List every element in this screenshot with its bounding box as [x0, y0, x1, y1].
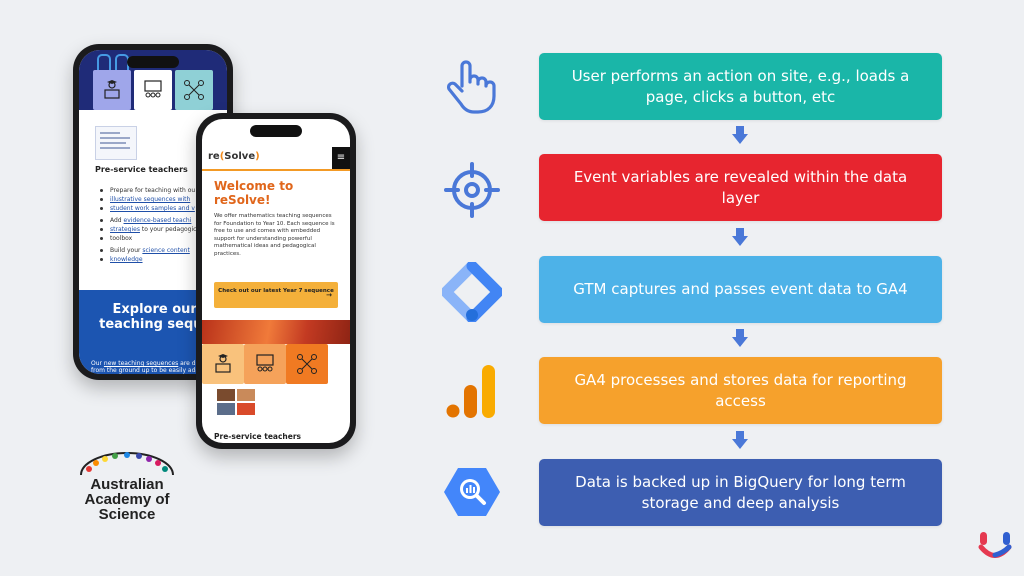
network-icon [297, 354, 317, 374]
hamburger-menu-icon[interactable]: ≡ [332, 147, 350, 169]
list-text: Add [110, 217, 124, 224]
google-analytics-icon [446, 365, 495, 418]
list-link[interactable]: knowledge [110, 256, 143, 263]
list-item: Build your science content [95, 246, 227, 255]
phone-notch [250, 125, 302, 137]
step-text: Data is backed up in BigQuery for long t… [575, 472, 906, 512]
list-item: strategies to your pedagogic [95, 225, 227, 234]
site-header: re(Solve) ≡ [202, 147, 350, 170]
pre-service-list: Prepare for teaching with ou illustrativ… [95, 186, 227, 267]
network-tile[interactable] [175, 70, 213, 110]
group-tile[interactable] [134, 70, 172, 110]
down-arrow-icon [732, 329, 748, 347]
step-gtm-capture: GTM captures and passes event data to GA… [539, 256, 942, 323]
list-item: Prepare for teaching with ou [95, 186, 227, 195]
resolve-logo[interactable]: re(Solve) [208, 151, 260, 162]
list-link[interactable]: illustrative sequences with [110, 196, 191, 203]
document-thumbnail [95, 126, 137, 160]
australian-academy-of-science-logo: Australian Academy of Science [72, 452, 182, 522]
hero-image [202, 320, 350, 344]
academy-name: Australian Academy of Science [84, 476, 170, 523]
list-item[interactable]: student work samples and v [95, 204, 227, 213]
welcome-body: We offer mathematics teaching sequences … [214, 213, 335, 257]
down-arrow-icon [732, 228, 748, 246]
pre-service-heading: Pre-service teachers [214, 432, 302, 441]
crosshair-icon [444, 162, 500, 218]
google-tag-manager-icon [442, 262, 502, 322]
phone-front-screen: re(Solve) ≡ Welcome to reSolve! We offer… [202, 119, 350, 443]
list-item: Add evidence-based teachi [95, 216, 227, 225]
step-text: User performs an action on site, e.g., l… [571, 66, 910, 106]
down-arrow-icon [732, 431, 748, 449]
network-tile[interactable] [286, 344, 328, 384]
group-board-icon [144, 80, 162, 98]
pre-service-heading: Pre-service teachers [95, 165, 188, 174]
step-user-action: User performs an action on site, e.g., l… [539, 53, 942, 120]
divider [202, 169, 350, 171]
banner-link[interactable]: new teaching sequences [103, 360, 179, 367]
teacher-tile[interactable] [202, 344, 244, 384]
brand-smile-logo-icon [978, 532, 1012, 558]
academy-arc-emblem [80, 452, 174, 476]
group-board-icon [256, 354, 274, 372]
list-item: toolbox [95, 234, 227, 243]
latest-sequence-button[interactable]: Check out our latest Year 7 sequence → [214, 282, 338, 308]
step-text: GTM captures and passes event data to GA… [573, 280, 908, 298]
photo-thumbnails [217, 389, 257, 417]
step-text: Event variables are revealed within the … [573, 167, 908, 207]
list-link[interactable]: student work samples and v [110, 205, 195, 212]
list-item[interactable]: knowledge [95, 255, 227, 264]
teacher-icon [104, 80, 120, 99]
step-bigquery-backup: Data is backed up in BigQuery for long t… [539, 459, 942, 526]
list-link[interactable]: science content [142, 247, 190, 254]
list-text: to your pedagogic [139, 226, 197, 233]
list-link[interactable]: evidence-based teachi [123, 217, 192, 224]
hand-pointer-icon [446, 60, 496, 114]
cta-label: Check out our latest Year 7 sequence [218, 288, 334, 294]
welcome-title: Welcome to reSolve! [214, 179, 294, 207]
step-event-variables: Event variables are revealed within the … [539, 154, 942, 221]
step-ga4-process: GA4 processes and stores data for report… [539, 357, 942, 424]
phone-mockup-front: re(Solve) ≡ Welcome to reSolve! We offer… [196, 113, 356, 449]
phone-notch [127, 56, 179, 68]
list-text: toolbox [110, 235, 133, 242]
down-arrow-icon [732, 126, 748, 144]
bigquery-icon [444, 468, 500, 516]
network-icon [184, 80, 204, 100]
list-text: Build your [110, 247, 143, 254]
group-tile[interactable] [244, 344, 286, 384]
list-link[interactable]: strategies [110, 226, 140, 233]
teacher-icon [215, 354, 231, 373]
list-text: Prepare for teaching with ou [110, 187, 196, 194]
arrow-right-icon: → [326, 291, 332, 299]
step-text: GA4 processes and stores data for report… [574, 370, 907, 410]
teacher-tile[interactable] [93, 70, 131, 110]
list-item[interactable]: illustrative sequences with [95, 195, 227, 204]
